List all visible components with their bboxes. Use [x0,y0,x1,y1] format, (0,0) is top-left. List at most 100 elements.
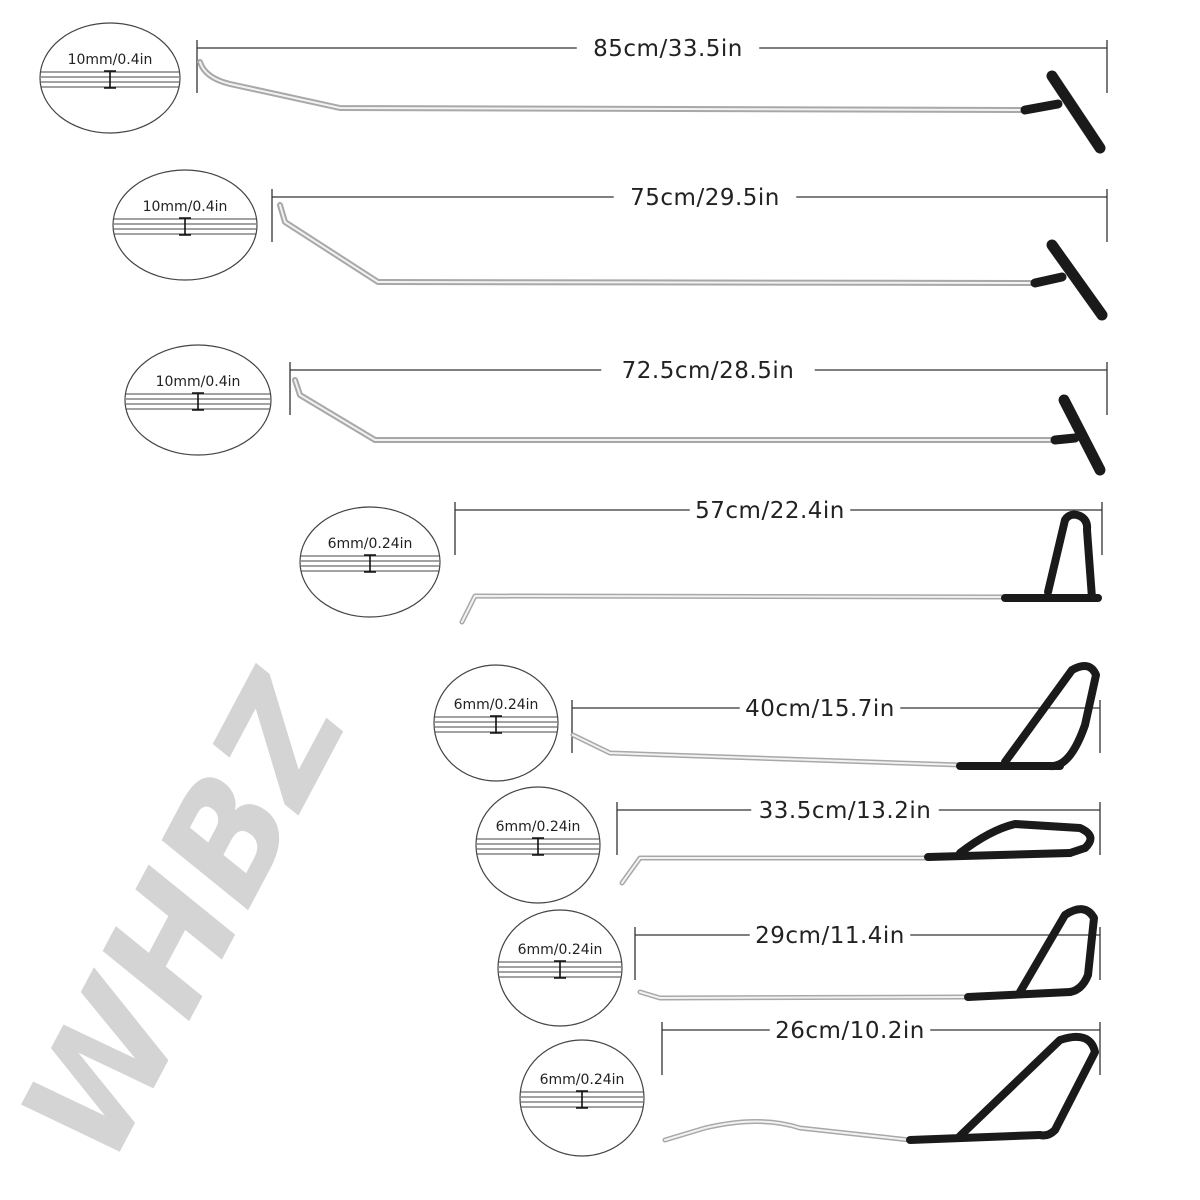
callout-ellipse [497,909,623,1027]
rod [619,855,933,886]
handle-grip [1020,99,1063,115]
length-label: 40cm/15.7in [745,696,895,722]
loop-handle-icon [1044,510,1096,602]
loop-handle-icon [1016,905,1098,996]
diameter-callout: 6mm/0.24in [497,909,623,1027]
diameter-label: 10mm/0.4in [156,374,241,390]
length-label: 33.5cm/13.2in [759,798,932,824]
diameter-label: 6mm/0.24in [540,1072,625,1088]
rod-highlight [199,61,1031,111]
handle-grip [1050,433,1080,445]
loop-handle-icon [1001,662,1100,771]
tool-5: 6mm/0.24in 40cm/15.7in [433,662,1101,782]
tool-2: 10mm/0.4in 75cm/29.5in [112,169,1108,321]
rod [637,989,971,1001]
length-dimension: 40cm/15.7in [571,696,1101,753]
rod-highlight [621,857,931,884]
t-handle [1020,70,1106,154]
loop-handle [964,905,1098,1001]
length-label: 29cm/11.4in [755,923,905,949]
loop-handle [906,1033,1099,1144]
diameter-label: 6mm/0.24in [328,536,413,552]
length-dimension: 72.5cm/28.5in [289,358,1108,415]
rod-shaft [292,377,1063,443]
length-dimension: 57cm/22.4in [454,498,1103,555]
watermark-text: WHBZ [0,648,385,1186]
rod-shaft [197,59,1033,113]
rod-highlight [461,595,1006,623]
loop-handle [924,820,1095,861]
diameter-callout: 6mm/0.24in [299,506,441,618]
diameter-marker-icon [192,392,204,411]
rod-highlight [279,204,1041,284]
rod [197,59,1033,113]
length-dimension: 33.5cm/13.2in [616,798,1101,855]
diameter-label: 6mm/0.24in [496,819,581,835]
diameter-marker-icon [490,715,502,734]
rod [277,202,1043,286]
callout-ellipse [475,786,601,904]
length-label: 57cm/22.4in [695,498,845,524]
tool-3: 10mm/0.4in 72.5cm/28.5in [124,344,1108,476]
length-dimension: 26cm/10.2in [661,1018,1101,1075]
handle-grip [1030,272,1067,288]
handle-grip [906,1131,1044,1144]
diameter-callout: 6mm/0.24in [433,664,559,782]
diameter-marker-icon [179,217,191,236]
diameter-label: 10mm/0.4in [143,199,228,215]
t-bar-icon [1058,394,1106,476]
diameter-marker-icon [104,70,116,89]
rod-highlight [639,991,969,999]
handle-grip [924,849,1074,861]
diameter-callout: 6mm/0.24in [519,1039,645,1157]
loop-handle-icon [956,1033,1099,1140]
t-handle [1050,394,1106,476]
diameter-label: 6mm/0.24in [518,942,603,958]
tool-8: 6mm/0.24in 26cm/10.2in [519,1018,1101,1157]
loop-handle-icon [956,820,1095,857]
t-handle [1030,239,1108,321]
callout-ellipse [299,506,441,618]
length-label: 75cm/29.5in [630,185,780,211]
length-dimension: 75cm/29.5in [271,185,1108,242]
tool-7: 6mm/0.24in 29cm/11.4in [497,905,1101,1027]
t-bar-icon [1046,239,1108,321]
rod-highlight [294,379,1061,441]
rod-highlight [664,1120,911,1141]
watermark: WHBZ [0,648,385,1186]
rod-shaft [570,732,963,768]
rod-shaft [277,202,1043,286]
diameter-callout: 10mm/0.4in [39,22,181,134]
rod-highlight [572,734,961,766]
rod [292,377,1063,443]
rod-shaft [619,855,933,886]
diameter-marker-icon [364,554,376,573]
diameter-callout: 6mm/0.24in [475,786,601,904]
length-label: 85cm/33.5in [593,36,743,62]
callout-ellipse [433,664,559,782]
rod [662,1119,913,1143]
loop-handle [956,662,1100,771]
rod-shaft [459,593,1008,625]
callout-ellipse [39,22,181,134]
diameter-marker-icon [532,837,544,856]
length-label: 72.5cm/28.5in [622,358,795,384]
callout-ellipse [124,344,272,456]
loop-handle [1001,510,1102,602]
rod [570,732,963,768]
diameter-label: 6mm/0.24in [454,697,539,713]
callout-ellipse [519,1039,645,1157]
diameter-marker-icon [576,1090,588,1109]
callout-ellipse [112,169,258,281]
length-dimension: 29cm/11.4in [634,923,1101,980]
tool-4: 6mm/0.24in 57cm/22.4in [299,498,1103,625]
t-bar-icon [1046,70,1106,154]
diameter-marker-icon [554,960,566,979]
length-label: 26cm/10.2in [775,1018,925,1044]
diameter-callout: 10mm/0.4in [124,344,272,456]
diameter-label: 10mm/0.4in [68,52,153,68]
diameter-callout: 10mm/0.4in [112,169,258,281]
rod [459,593,1008,625]
tool-6: 6mm/0.24in 33.5cm/13.2in [475,786,1101,904]
